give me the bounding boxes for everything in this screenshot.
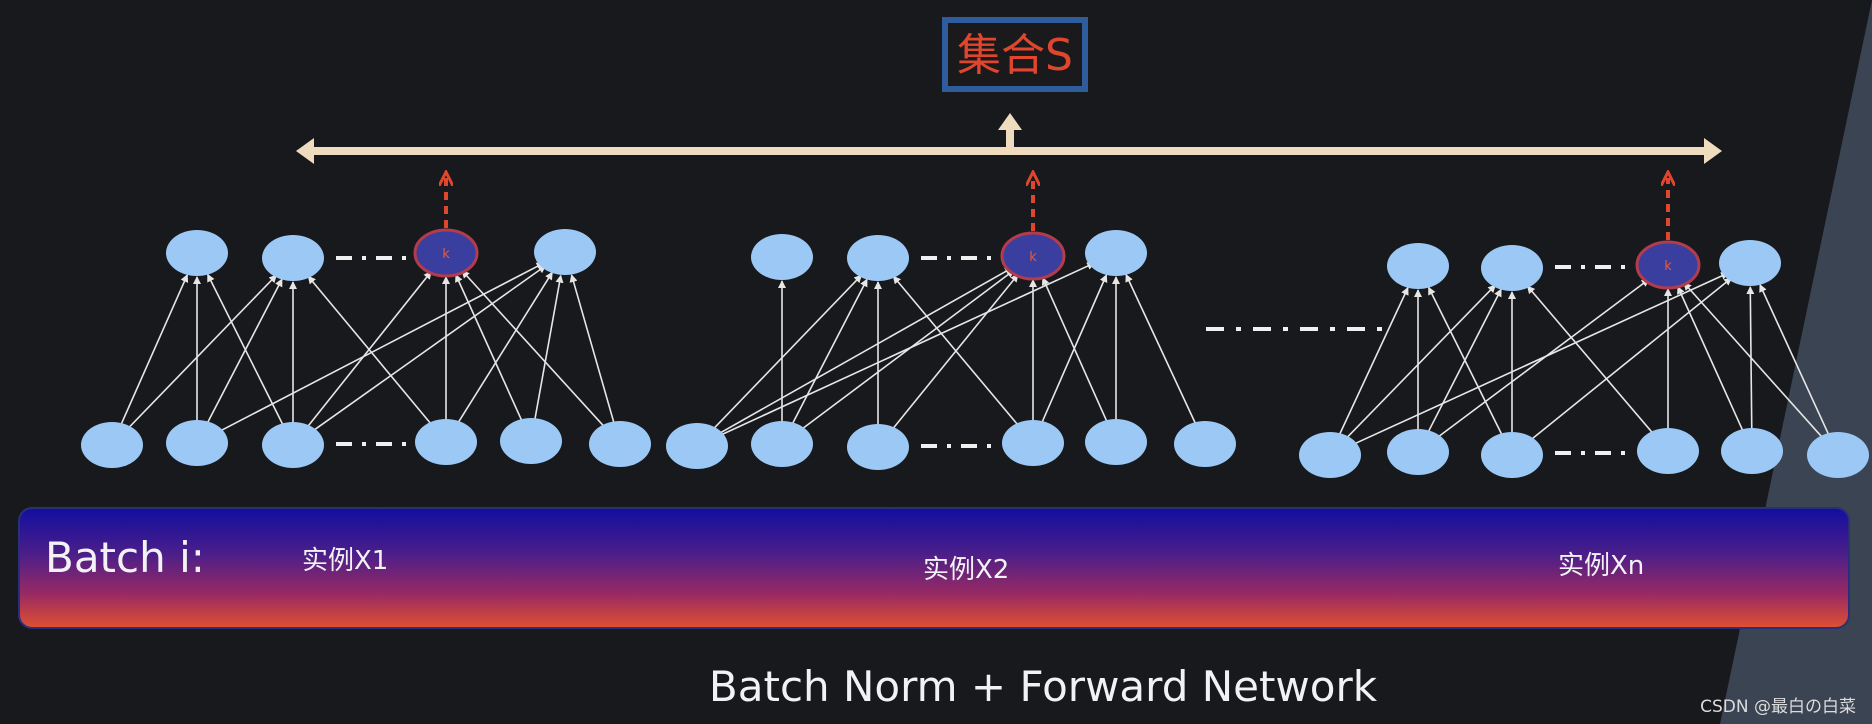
- highlighted-neuron-mark: k: [442, 247, 450, 262]
- connection-arrow: [569, 274, 616, 425]
- connection-arrow: [207, 273, 285, 428]
- connection-arrow: [125, 274, 278, 432]
- connection-arrow: [1426, 288, 1502, 435]
- connection-arrow: [455, 271, 553, 426]
- connection-arrow: [1683, 282, 1826, 441]
- highlighted-neuron-mark: k: [1664, 259, 1672, 274]
- connection-lines: [1337, 272, 1831, 448]
- connection-arrow: [119, 274, 189, 428]
- connection-arrow: [307, 275, 434, 428]
- input-neuron: [262, 422, 324, 468]
- connection-arrow: [714, 262, 1096, 439]
- instance-label-x2: 实例X2: [923, 555, 1009, 585]
- input-neuron: [1387, 429, 1449, 475]
- instance-label-x1: 实例X1: [302, 546, 388, 576]
- network-instance-1: k: [81, 178, 651, 468]
- connection-arrow: [1433, 278, 1650, 441]
- hidden-neuron: [166, 230, 228, 276]
- input-neuron: [1721, 428, 1783, 474]
- connection-arrow: [797, 269, 1015, 433]
- hidden-neuron: [847, 235, 909, 281]
- connection-arrow: [455, 273, 524, 424]
- input-neuron: [166, 420, 228, 466]
- connection-arrow: [1337, 286, 1409, 438]
- input-neuron: [1299, 432, 1361, 478]
- connection-arrow: [1677, 285, 1745, 434]
- input-neuron: [1637, 428, 1699, 474]
- connection-arrow: [1427, 286, 1504, 438]
- hidden-neuron: [1085, 230, 1147, 276]
- input-neuron: [415, 419, 477, 465]
- hidden-neuron: [1387, 243, 1449, 289]
- connection-arrow: [304, 270, 432, 430]
- input-neuron: [751, 421, 813, 467]
- network-instance-2: k: [666, 178, 1236, 470]
- connection-arrow: [1759, 283, 1831, 438]
- connection-arrow: [710, 274, 863, 433]
- highlighted-neuron: [1000, 231, 1066, 281]
- connection-arrow: [461, 270, 608, 430]
- batch-title: Batch i:: [45, 533, 205, 582]
- batch-bar: Batch i: 实例X1 实例X2 实例Xn: [18, 507, 1850, 629]
- connection-arrow: [714, 267, 1013, 437]
- set-s-label: 集合S: [957, 30, 1073, 81]
- hidden-neuron: [1719, 240, 1781, 286]
- connection-arrow: [1125, 273, 1198, 427]
- instance-label-xn: 实例Xn: [1558, 551, 1644, 581]
- watermark: CSDN @最白の白菜: [1700, 697, 1856, 717]
- connection-arrow: [1527, 277, 1733, 444]
- connection-lines: [710, 262, 1198, 439]
- connection-arrow: [205, 278, 283, 426]
- collector-arrow: [296, 113, 1722, 164]
- connection-arrow: [1343, 284, 1496, 442]
- connection-arrow: [214, 262, 545, 435]
- connection-arrow: [1526, 285, 1656, 437]
- diagram-caption: Batch Norm + Forward Network: [709, 662, 1378, 711]
- connection-arrow: [1347, 272, 1730, 448]
- input-neuron: [847, 424, 909, 470]
- connection-arrow: [892, 275, 1021, 429]
- network-instance-n: k: [1299, 178, 1869, 478]
- connection-arrow: [1746, 285, 1755, 432]
- connection-arrow: [889, 273, 1019, 432]
- connection-arrow: [790, 278, 868, 427]
- connection-arrow: [1040, 274, 1108, 425]
- input-neuron: [1807, 432, 1869, 478]
- highlighted-neuron-mark: k: [1029, 250, 1037, 265]
- input-neuron: [81, 422, 143, 468]
- input-neuron: [589, 421, 651, 467]
- input-neuron: [1174, 421, 1236, 467]
- connection-lines: [119, 262, 616, 435]
- input-neuron: [666, 423, 728, 469]
- input-neuron: [500, 418, 562, 464]
- connection-arrow: [1041, 277, 1109, 425]
- highlighted-neuron: [413, 228, 479, 278]
- hidden-neuron: [534, 229, 596, 275]
- connection-arrow: [308, 265, 547, 435]
- hidden-neuron: [751, 234, 813, 280]
- input-neuron: [1481, 432, 1543, 478]
- input-neuron: [1002, 420, 1064, 466]
- connection-arrow: [533, 274, 564, 422]
- hidden-neuron: [1481, 245, 1543, 291]
- highlighted-neuron: [1635, 240, 1701, 290]
- hidden-neuron: [262, 235, 324, 281]
- set-s-box: 集合S: [942, 17, 1088, 92]
- input-neuron: [1085, 419, 1147, 465]
